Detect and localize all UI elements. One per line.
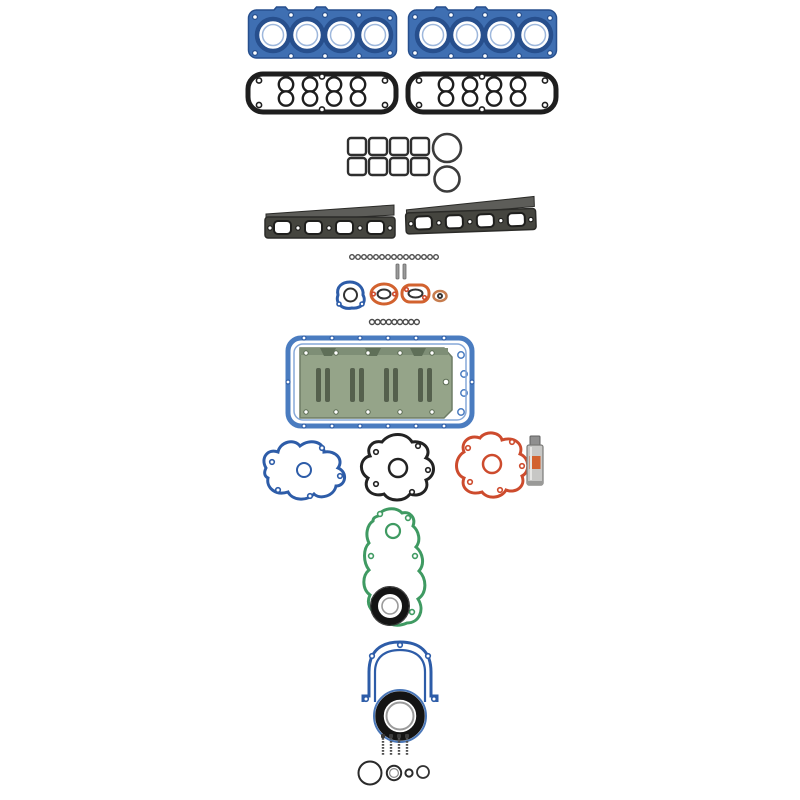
assorted-o-rings: Assorted O-rings: [357, 760, 430, 786]
rear-cover-gasket: Rear cover gasket (blue outline): [361, 640, 439, 703]
dowel-pins: Dowel pins: [395, 263, 407, 280]
sealant-tube: Sealant tube: [526, 435, 544, 486]
cover-gasket-black: Cover gasket (black outline): [360, 433, 435, 502]
head-gasket-right: Cylinder head gasket (right): [409, 7, 557, 58]
head-gasket-left: Cylinder head gasket (left): [249, 7, 397, 58]
thermostat-gasket: Thermostat gasket: [335, 280, 366, 310]
water-outlet-gasket: Water outlet gasket: [400, 283, 431, 304]
cover-gasket-red: Cover gasket (red outline): [455, 431, 530, 499]
studs: Threaded studs: [381, 734, 409, 755]
small-oval-gasket: Small oval gasket: [432, 289, 448, 303]
cover-gasket-blue: Cover gasket (blue outline): [262, 440, 346, 501]
exhaust-gasket-left: Exhaust manifold gasket (left): [264, 204, 396, 239]
o-ring-row: Small O-rings: [368, 318, 420, 326]
valve-cover-gasket-left: Valve cover gasket (left): [248, 74, 396, 112]
front-crank-seal: Front crankshaft seal: [370, 586, 410, 626]
port-gaskets: Square port gaskets: [346, 136, 431, 177]
valve-cover-gasket-right: Valve cover gasket (right): [408, 74, 556, 112]
round-seals: Round seals: [431, 132, 463, 193]
exhaust-gasket-right: Exhaust manifold gasket (right): [404, 195, 538, 235]
water-port-gasket: Oval water port gasket: [369, 282, 399, 306]
oil-pan-gasket: Oil pan gasket with windage tray: [285, 335, 475, 429]
valve-stem-seals: Valve stem seals: [349, 253, 440, 260]
